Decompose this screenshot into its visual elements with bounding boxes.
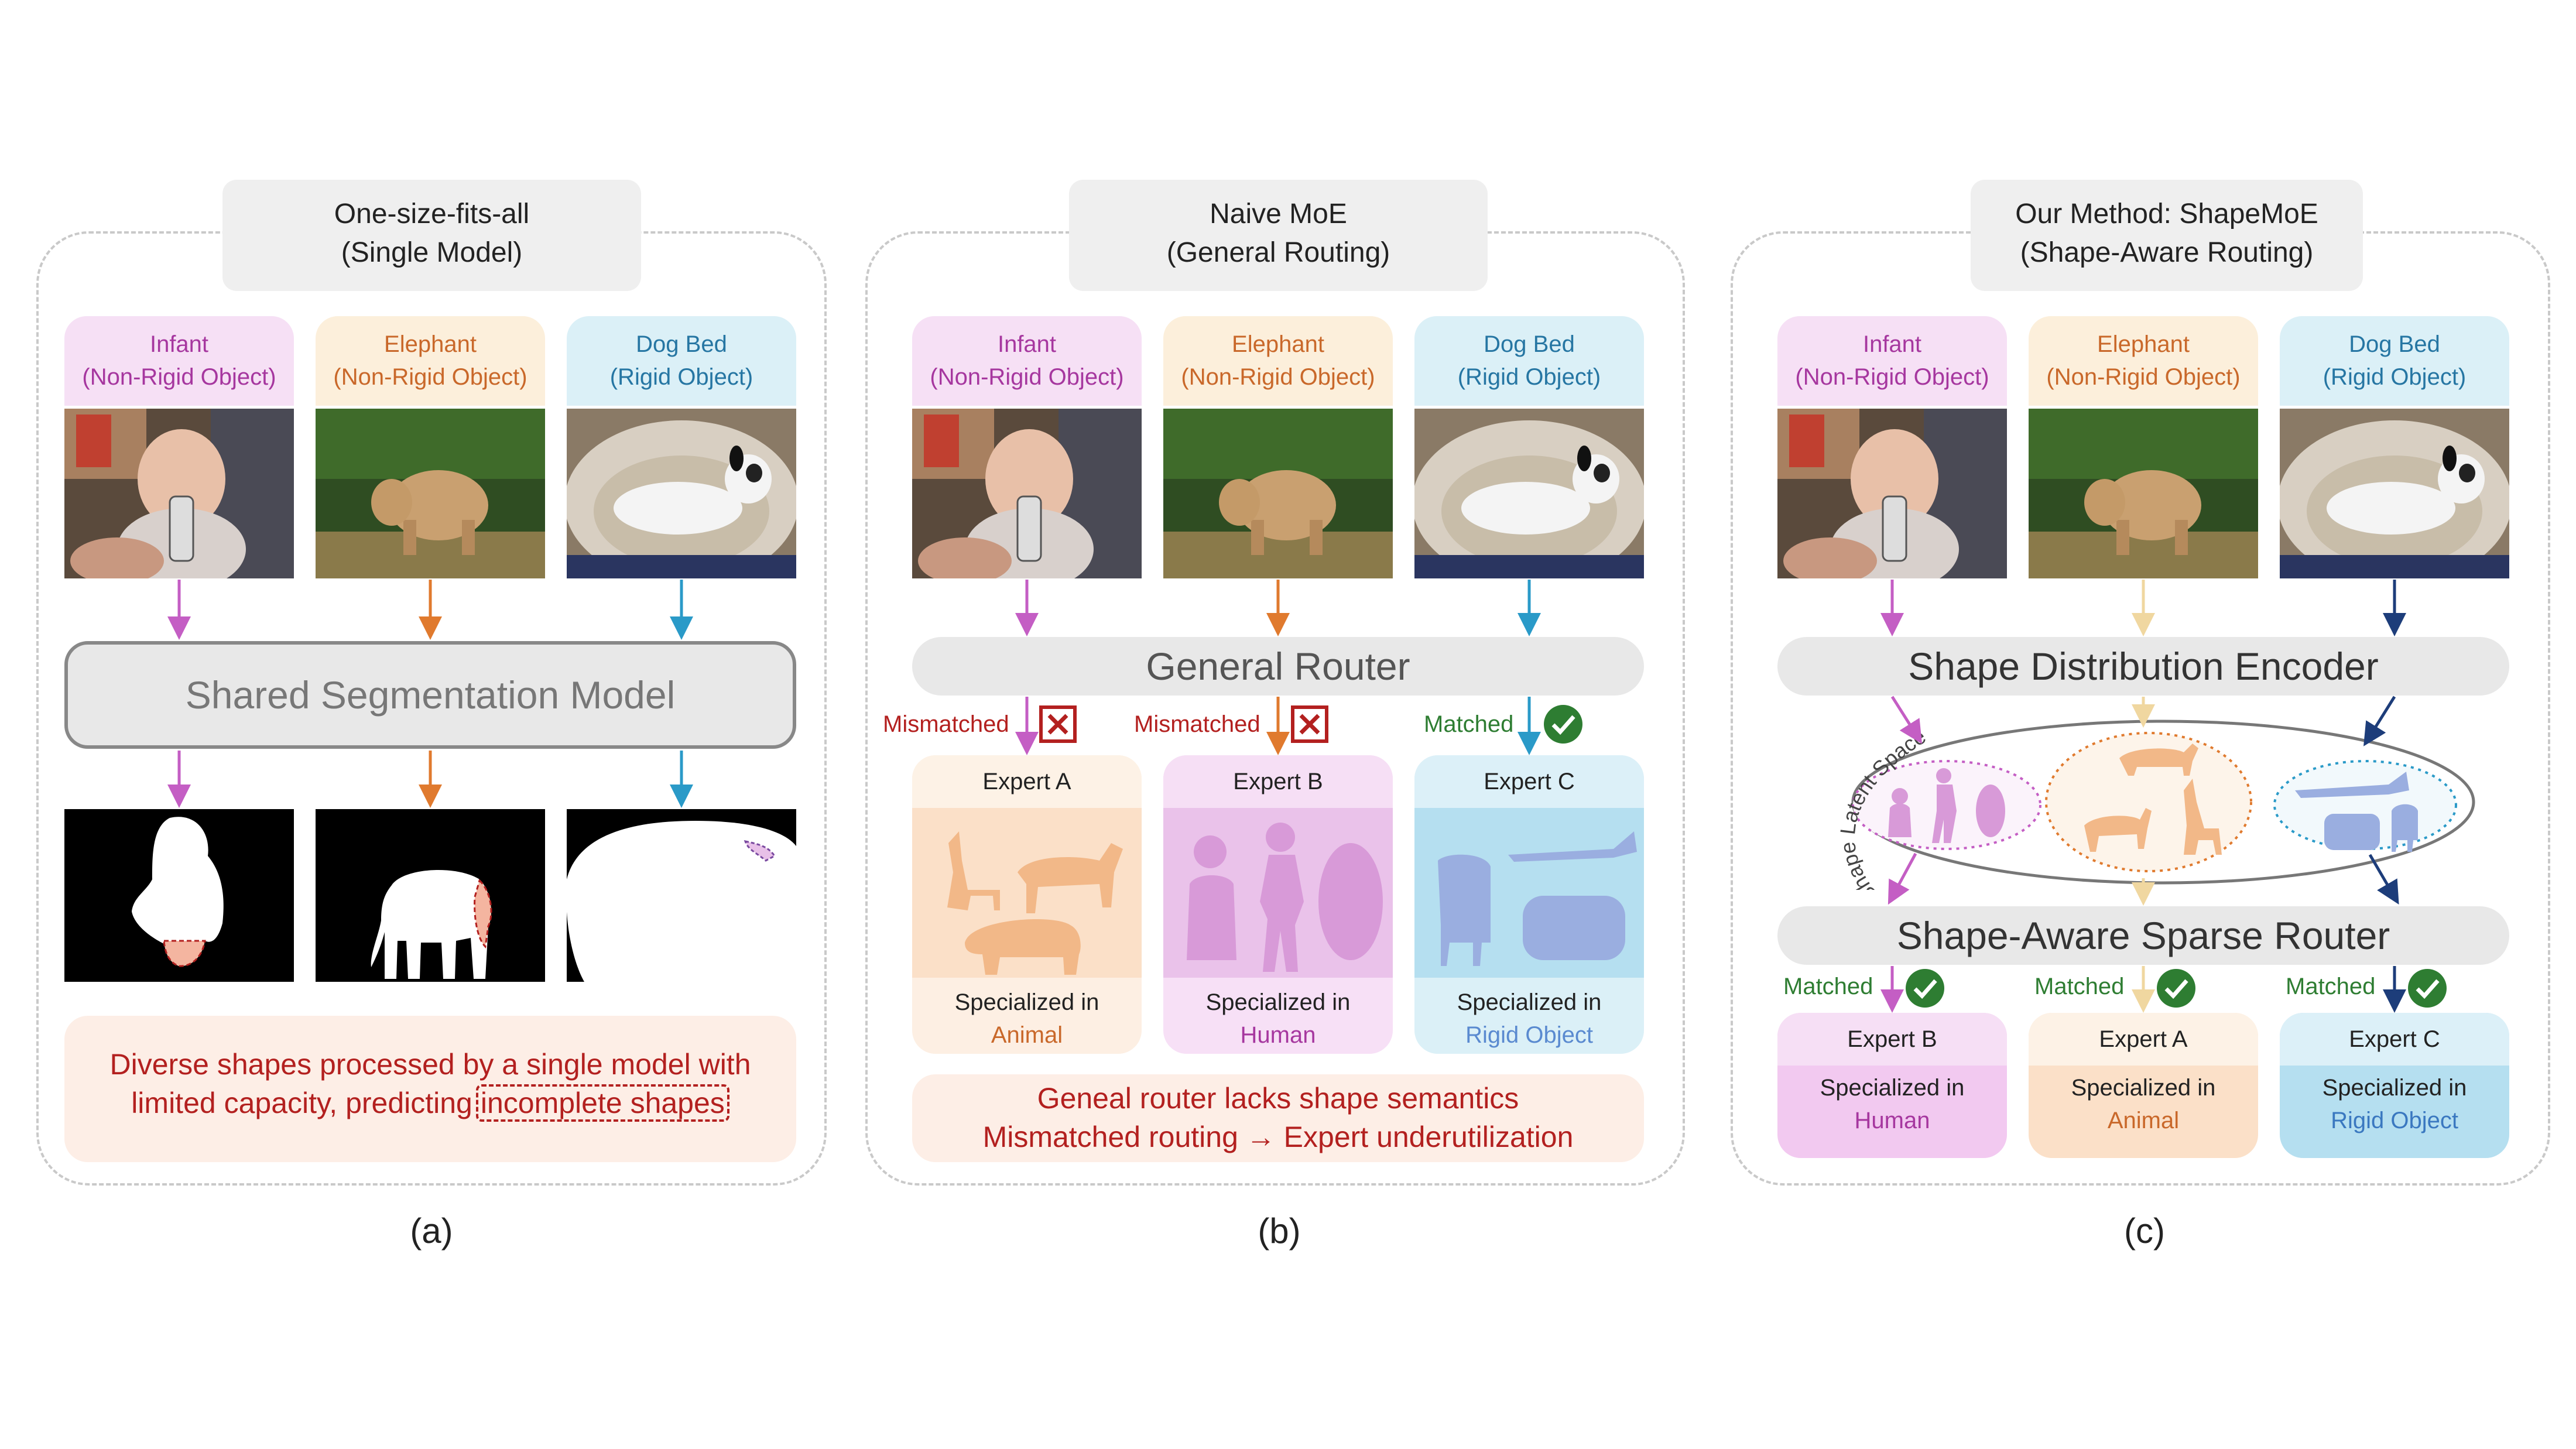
caption-c: (c) bbox=[2124, 1211, 2165, 1251]
object-silhouettes bbox=[1414, 808, 1644, 978]
label-dogbed-a: Dog Bed (Rigid Object) bbox=[567, 316, 796, 406]
shape-distribution-encoder: Shape Distribution Encoder bbox=[1777, 637, 2509, 696]
expert-name: Expert B bbox=[1777, 1013, 2007, 1066]
note-line2: Mismatched routing → Expert underutiliza… bbox=[982, 1121, 1574, 1153]
expert-body: Specialized in Human bbox=[1163, 978, 1393, 1051]
expert-domain: Rigid Object bbox=[1465, 1022, 1593, 1048]
expert-b-card: Expert B Specialized in Human bbox=[1163, 755, 1393, 1054]
photo-elephant bbox=[2029, 409, 2258, 578]
expert-body: Specialized in Human bbox=[1777, 1066, 2007, 1137]
label-type: (Non-Rigid Object) bbox=[930, 364, 1124, 390]
expert-spec: Specialized in bbox=[1820, 1075, 1965, 1101]
expert-c-card: Expert C Specialized in Rigid Object bbox=[2280, 1013, 2509, 1158]
shape-aware-sparse-router: Shape-Aware Sparse Router bbox=[1777, 906, 2509, 965]
panel-a-note: Diverse shapes processed by a single mod… bbox=[64, 1016, 796, 1162]
label-infant-a: Infant (Non-Rigid Object) bbox=[64, 316, 294, 406]
photo-infant bbox=[912, 409, 1142, 578]
label-infant-b: Infant (Non-Rigid Object) bbox=[912, 316, 1142, 406]
label-type: (Non-Rigid Object) bbox=[2046, 364, 2241, 390]
mask-infant bbox=[64, 809, 294, 982]
photo-dogbed bbox=[1414, 409, 1644, 578]
expert-spec: Specialized in bbox=[954, 989, 1099, 1015]
shared-segmentation-model: Shared Segmentation Model bbox=[64, 641, 796, 749]
expert-c-card: Expert C Specialized in Rigid Object bbox=[1414, 755, 1644, 1054]
mask-elephant bbox=[316, 809, 545, 982]
expert-body: Specialized in Animal bbox=[912, 978, 1142, 1051]
expert-body: Specialized in Animal bbox=[2029, 1066, 2258, 1137]
note-line1: Geneal router lacks shape semantics bbox=[1037, 1082, 1519, 1115]
status-matched: Matched bbox=[1424, 711, 1514, 737]
label-type: (Non-Rigid Object) bbox=[333, 364, 527, 390]
human-silhouettes bbox=[1163, 808, 1393, 978]
label-elephant-b: Elephant (Non-Rigid Object) bbox=[1163, 316, 1393, 406]
expert-domain: Human bbox=[1240, 1022, 1316, 1048]
status-mismatched: Mismatched bbox=[883, 711, 1009, 737]
label-name: Elephant bbox=[2097, 331, 2190, 357]
expert-domain: Human bbox=[1854, 1108, 1930, 1133]
expert-body: Specialized in Rigid Object bbox=[2280, 1066, 2509, 1137]
animal-silhouettes bbox=[912, 808, 1142, 978]
status-matched: Matched bbox=[1783, 974, 1873, 999]
label-dogbed-b: Dog Bed (Rigid Object) bbox=[1414, 316, 1644, 406]
panel-b-title: Naive MoE (General Routing) bbox=[1069, 180, 1488, 291]
expert-name: Expert C bbox=[2280, 1013, 2509, 1066]
label-elephant-c: Elephant (Non-Rigid Object) bbox=[2029, 316, 2258, 406]
label-type: (Rigid Object) bbox=[1457, 364, 1601, 390]
caption-a: (a) bbox=[410, 1211, 453, 1251]
expert-body: Specialized in Rigid Object bbox=[1414, 978, 1644, 1051]
label-type: (Non-Rigid Object) bbox=[82, 364, 276, 390]
label-elephant-a: Elephant (Non-Rigid Object) bbox=[316, 316, 545, 406]
label-name: Dog Bed bbox=[636, 331, 727, 357]
photo-dogbed bbox=[567, 409, 796, 578]
status-mismatched: Mismatched bbox=[1134, 711, 1260, 737]
expert-name: Expert C bbox=[1414, 755, 1644, 808]
label-name: Infant bbox=[997, 331, 1057, 357]
expert-a-card: Expert A Specialized in Animal bbox=[912, 755, 1142, 1054]
note-prefix: limited capacity, predicting bbox=[131, 1087, 472, 1119]
label-infant-c: Infant (Non-Rigid Object) bbox=[1777, 316, 2007, 406]
label-type: (Non-Rigid Object) bbox=[1181, 364, 1375, 390]
status-matched: Matched bbox=[2034, 974, 2125, 999]
photo-elephant bbox=[1163, 409, 1393, 578]
expert-a-card: Expert A Specialized in Animal bbox=[2029, 1013, 2258, 1158]
note-highlight: incomplete shapes bbox=[475, 1084, 729, 1122]
photo-dogbed bbox=[2280, 409, 2509, 578]
panel-b-note: Geneal router lacks shape semantics Mism… bbox=[912, 1074, 1644, 1162]
label-type: (Rigid Object) bbox=[2322, 364, 2467, 390]
photo-infant bbox=[1777, 409, 2007, 578]
shape-latent-space: Shape Latent Space bbox=[1780, 703, 2523, 907]
mask-dogbed bbox=[567, 809, 796, 982]
expert-name: Expert B bbox=[1163, 755, 1393, 808]
expert-name: Expert A bbox=[912, 755, 1142, 808]
photo-elephant bbox=[316, 409, 545, 578]
panel-c-title: Our Method: ShapeMoE (Shape-Aware Routin… bbox=[1971, 180, 2363, 291]
label-type: (Rigid Object) bbox=[609, 364, 753, 390]
panel-a-title: One-size-fits-all (Single Model) bbox=[222, 180, 641, 291]
expert-spec: Specialized in bbox=[1457, 989, 1602, 1015]
expert-spec: Specialized in bbox=[2322, 1075, 2467, 1101]
expert-b-card: Expert B Specialized in Human bbox=[1777, 1013, 2007, 1158]
general-router: General Router bbox=[912, 637, 1644, 696]
label-name: Dog Bed bbox=[2349, 331, 2440, 357]
label-name: Elephant bbox=[1232, 331, 1324, 357]
label-name: Infant bbox=[1862, 331, 1922, 357]
expert-domain: Animal bbox=[991, 1022, 1063, 1048]
caption-b: (b) bbox=[1258, 1211, 1301, 1251]
label-name: Infant bbox=[149, 331, 209, 357]
label-type: (Non-Rigid Object) bbox=[1795, 364, 1989, 390]
status-matched: Matched bbox=[2286, 974, 2376, 999]
label-name: Elephant bbox=[384, 331, 477, 357]
label-name: Dog Bed bbox=[1484, 331, 1575, 357]
photo-infant bbox=[64, 409, 294, 578]
expert-domain: Rigid Object bbox=[2331, 1108, 2458, 1133]
expert-domain: Animal bbox=[2107, 1108, 2180, 1133]
label-dogbed-c: Dog Bed (Rigid Object) bbox=[2280, 316, 2509, 406]
expert-spec: Specialized in bbox=[2071, 1075, 2216, 1101]
expert-name: Expert A bbox=[2029, 1013, 2258, 1066]
note-line1: Diverse shapes processed by a single mod… bbox=[109, 1048, 751, 1081]
expert-spec: Specialized in bbox=[1205, 989, 1351, 1015]
